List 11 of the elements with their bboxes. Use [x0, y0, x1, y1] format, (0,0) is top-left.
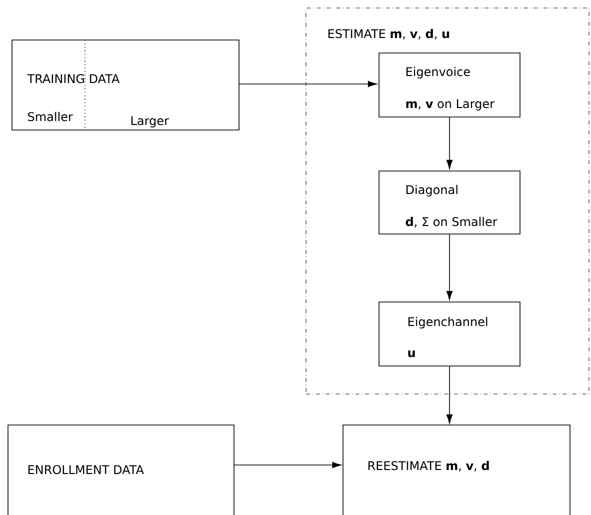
process-box: Eigenvoice m, v on Larger: [378, 52, 520, 118]
process-box: REESTIMATE m, v, d: [342, 424, 570, 515]
process-box: Diagonal d, Σ on Smaller: [378, 170, 520, 234]
arrow: [234, 462, 342, 468]
data-box: ENROLLMENT DATA: [8, 424, 234, 515]
arrow: [446, 366, 453, 424]
arrow: [239, 80, 378, 88]
arrow: [446, 234, 453, 300]
arrow: [446, 117, 453, 170]
process-box: Eigenchannel u: [378, 302, 520, 366]
data-box: TRAINING DATA Smaller Larger: [12, 40, 240, 130]
